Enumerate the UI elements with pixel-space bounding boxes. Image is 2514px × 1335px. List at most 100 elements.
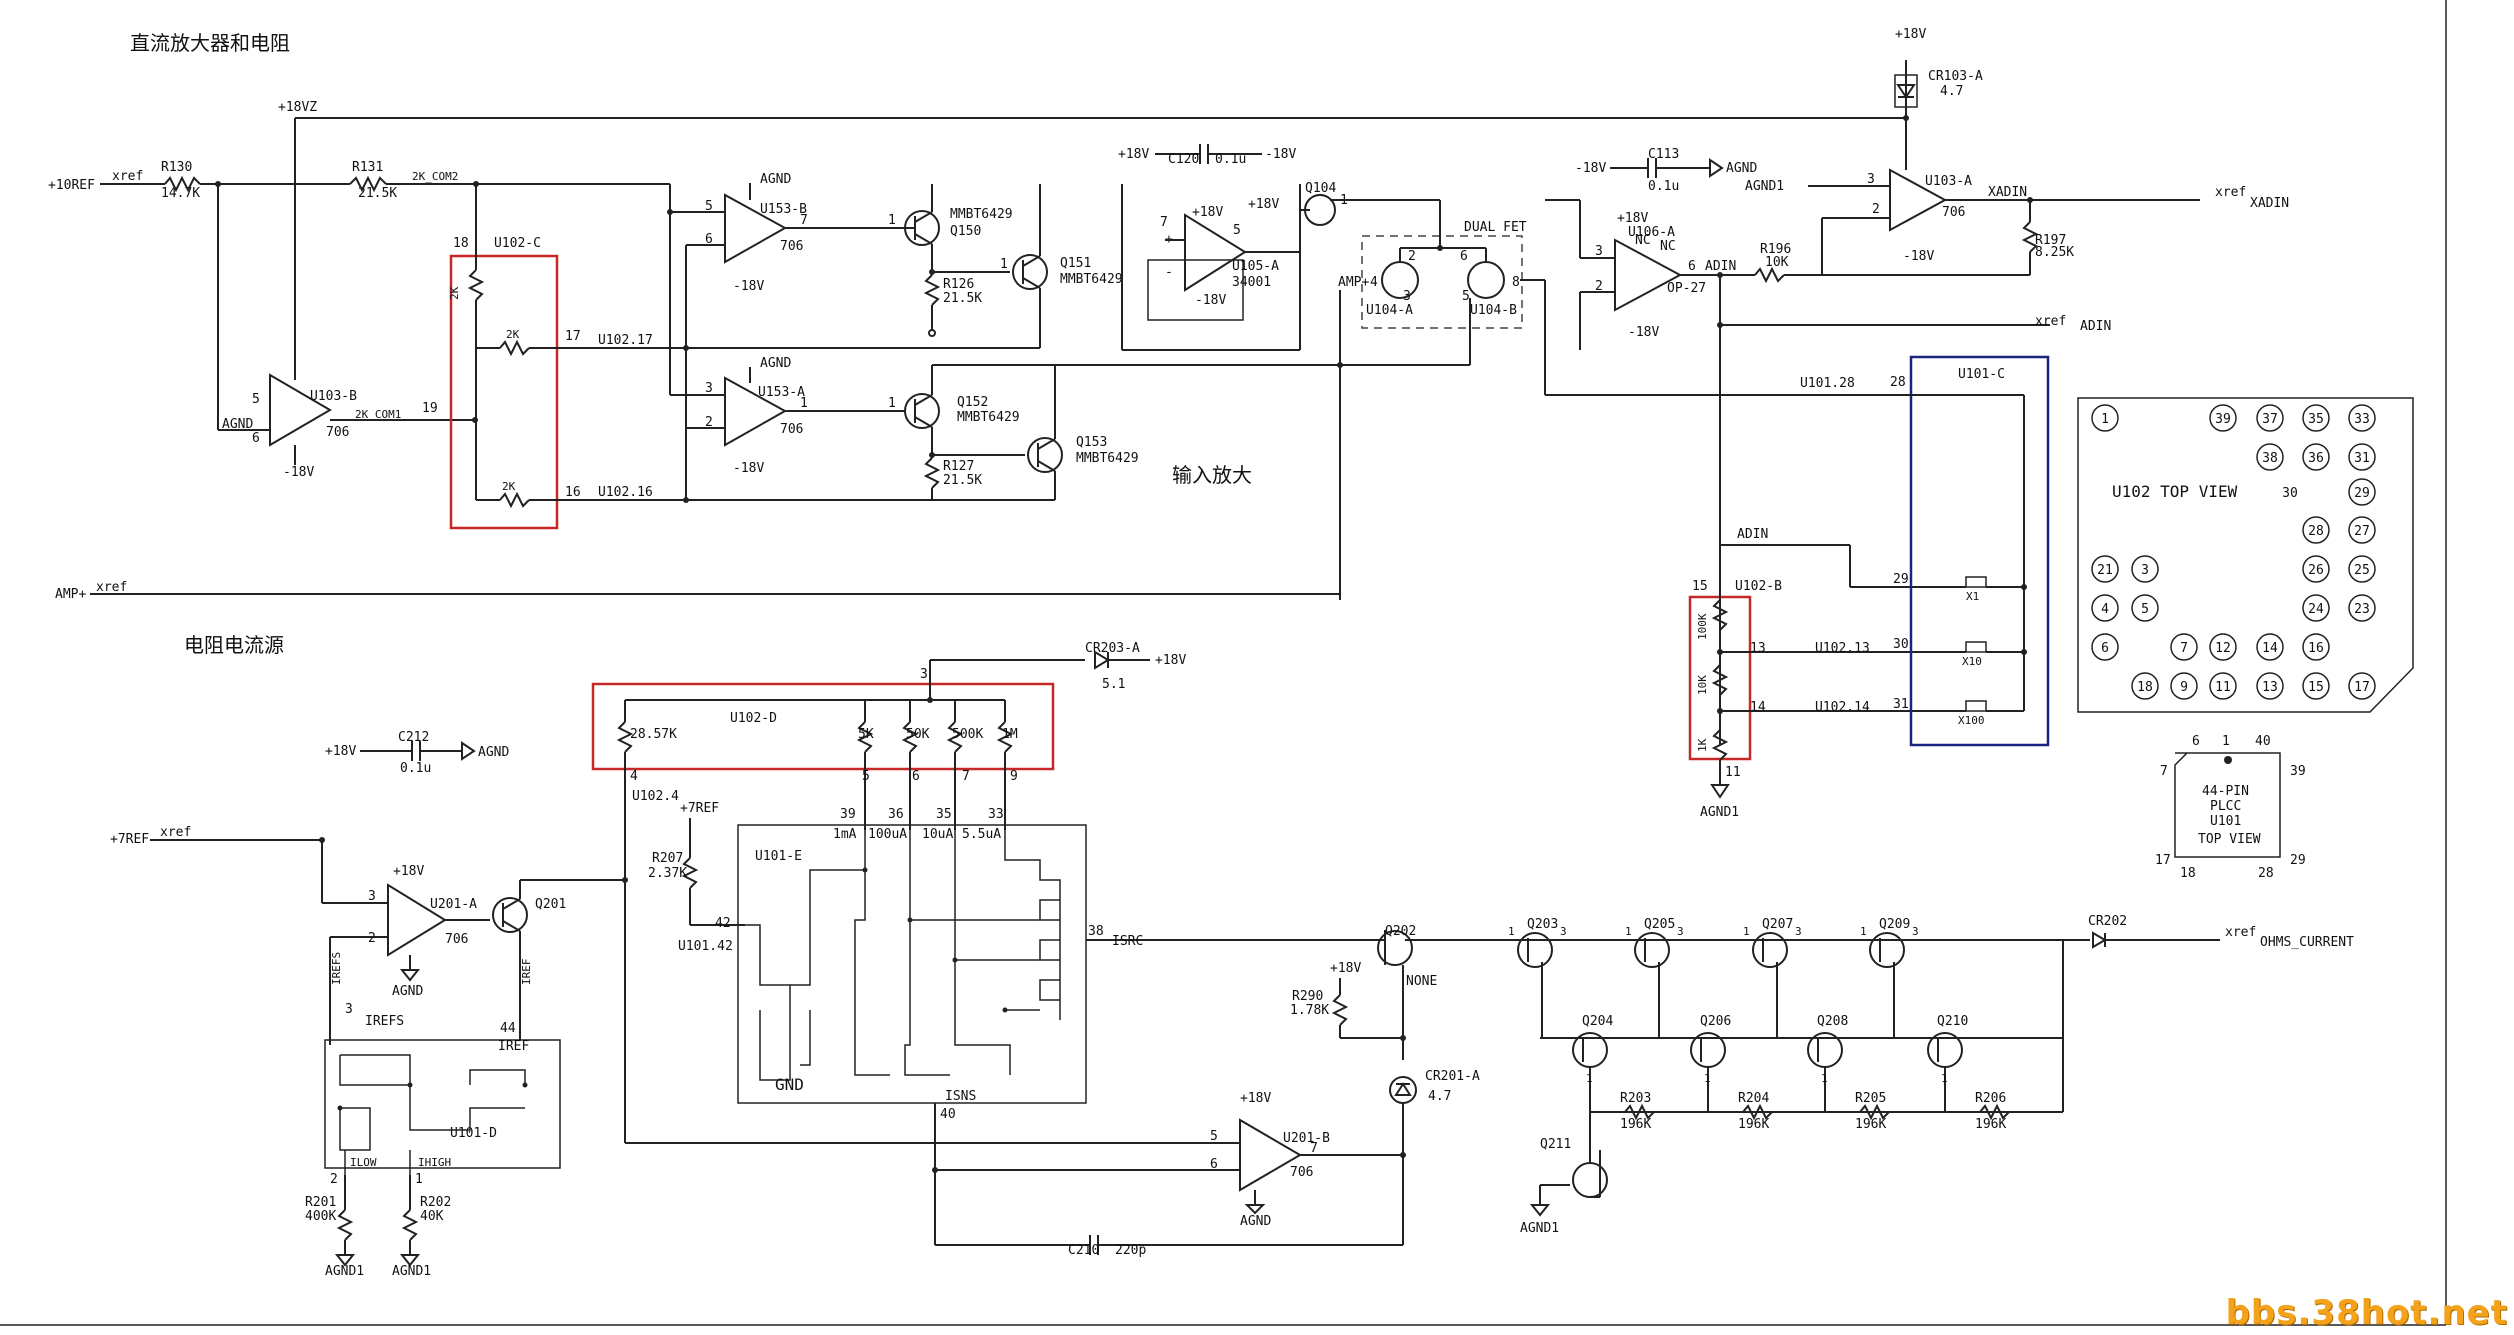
net-u102-13: U102.13: [1815, 641, 1870, 656]
plus7ref-input: +7REF xref: [110, 825, 388, 904]
cr202-ref: CR202: [2088, 914, 2127, 929]
net-agnd-u201a: AGND: [392, 984, 423, 999]
q206-ref: Q206: [1700, 1014, 1731, 1029]
r207-val: 2.37K: [648, 866, 687, 881]
net-plus7ref-in: +7REF: [110, 832, 149, 847]
r131-ref: R131: [352, 160, 383, 175]
u102-pin-label: 6: [2101, 641, 2109, 656]
u101c-sw-x10: X10: [1962, 655, 1982, 668]
u201b-vpos: +18V: [1240, 1091, 1271, 1106]
svg-text:1: 1: [1821, 1072, 1828, 1085]
svg-text:2: 2: [1408, 249, 1416, 264]
transistor-q202: Q202 NONE +18V R290 1.78K: [1290, 924, 1510, 1060]
net-agnd-u153a: AGND: [760, 356, 791, 371]
svg-text:31: 31: [1893, 697, 1909, 712]
resistor-network-u102c: U102-C 18 2K 2K 17 2K 16 U102.17 U102.16: [448, 184, 686, 530]
svg-text:8: 8: [1512, 275, 1520, 290]
q211-ref: Q211: [1540, 1137, 1571, 1152]
opamp-u103b: 5 6 U103-B 706 -18V 2K_COM1 19: [252, 373, 478, 480]
r290-val: 1.78K: [1290, 1003, 1329, 1018]
svg-text:3: 3: [1403, 289, 1411, 304]
svg-text:2: 2: [1872, 202, 1880, 217]
u101d-irefs-pin: IREFS: [365, 1014, 404, 1029]
c210-val: 220p: [1115, 1243, 1146, 1258]
r204-val: 196K: [1738, 1117, 1769, 1132]
cr201-ref: CR201-A: [1425, 1069, 1480, 1084]
svg-text:5: 5: [705, 199, 713, 214]
svg-text:33: 33: [988, 807, 1004, 822]
svg-text:36: 36: [888, 807, 904, 822]
net-2k-com1: 2K_COM1: [355, 408, 401, 421]
u102-pin-label: 39: [2215, 412, 2231, 427]
resistor-network-u102d: U102-D 3 CR203-A 5.1 +18V 28.57K 4 U102.…: [591, 641, 1186, 880]
r207-ref: R207: [652, 851, 683, 866]
resistor-r202: R202 40K AGND1: [392, 1175, 451, 1279]
plcc-pin-28: 28: [2258, 866, 2274, 881]
plcc-line-3: U101: [2210, 814, 2241, 829]
u102-pin-label: 23: [2354, 602, 2370, 617]
svg-text:15: 15: [1692, 579, 1708, 594]
q152-ref: Q152: [957, 395, 988, 410]
c212-block: +18V C212 0.1u AGND: [325, 730, 509, 776]
cr103-vpos: +18V: [1895, 27, 1926, 42]
u102-pin-circle: [2348, 516, 2376, 544]
u102-pin-circle: [2348, 594, 2376, 622]
u102-pin-label: 14: [2262, 641, 2278, 656]
u102c-ref: U102-C: [494, 236, 541, 251]
net-u102-14: U102.14: [1815, 700, 1870, 715]
svg-text:5: 5: [252, 392, 260, 407]
svg-text:3: 3: [1595, 244, 1603, 259]
u102b-r1: 100K: [1696, 613, 1709, 640]
r130-val: 14.7K: [161, 186, 200, 201]
u105a-val: 34001: [1232, 275, 1271, 290]
watermark: bbs.38hot.net: [2225, 1293, 2508, 1333]
svg-text:7: 7: [962, 769, 970, 784]
r127-val: 21.5K: [943, 473, 982, 488]
q202-val: NONE: [1406, 974, 1437, 989]
net-xadin-port: XADIN: [2250, 196, 2289, 211]
u103a-ref: U103-A: [1925, 174, 1972, 189]
q208-ref: Q208: [1817, 1014, 1848, 1029]
q204-ref: Q204: [1582, 1014, 1613, 1029]
transistor-q151: 1 Q151 MMBT6429: [683, 184, 1123, 351]
plcc-pin-7: 7: [2160, 764, 2168, 779]
u106a-ref: U106-A: [1628, 225, 1675, 240]
svg-text:42: 42: [715, 916, 731, 931]
net-adin-u102b: ADIN: [1737, 527, 1768, 542]
u101d-ref: U101-D: [450, 1126, 497, 1141]
plcc-line-1: 44-PIN: [2202, 784, 2249, 799]
c212-ref: C212: [398, 730, 429, 745]
opamp-u153a: 3 2 AGND U153-A 706 -18V 1: [670, 356, 905, 476]
u106a-nc1: NC: [1635, 233, 1651, 248]
u102d-r4: 500K: [952, 727, 983, 742]
u153b-ref: U153-B: [760, 202, 807, 217]
section-title-input-amp: 输入放大: [1172, 463, 1252, 487]
u102-pin-label: 33: [2354, 412, 2370, 427]
r202-ref: R202: [420, 1195, 451, 1210]
u102d-r1: 28.57K: [630, 727, 677, 742]
svg-text:9: 9: [1010, 769, 1018, 784]
u102-pin-label: 3: [2141, 563, 2149, 578]
u102-pin-circle: [2091, 404, 2119, 432]
svg-text:39: 39: [840, 807, 856, 822]
u102-pin-label: 18: [2137, 680, 2153, 695]
u201a-ref: U201-A: [430, 897, 477, 912]
svg-text:6: 6: [912, 769, 920, 784]
u102-pin-circle: [2302, 594, 2330, 622]
net-plus18vz: +18VZ: [278, 100, 317, 115]
u102d-r5: 1M: [1002, 727, 1018, 742]
u102-pin-circle: [2256, 404, 2284, 432]
u102b-r3: 1K: [1696, 738, 1709, 752]
section-title-dc-amp: 直流放大器和电阻: [130, 31, 290, 55]
svg-text:3: 3: [1912, 925, 1919, 938]
u105a-vneg: -18V: [1195, 293, 1226, 308]
cr103-val: 4.7: [1940, 84, 1963, 99]
c120-vpos: +18V: [1118, 147, 1149, 162]
u104b-ref: U104-B: [1470, 303, 1517, 318]
cr201-val: 4.7: [1428, 1089, 1451, 1104]
resistor-r201: R201 400K AGND1: [305, 1175, 364, 1279]
u101e-gnd: GND: [775, 1075, 804, 1094]
svg-text:6: 6: [705, 232, 713, 247]
u102-pin-label: 28: [2308, 524, 2324, 539]
